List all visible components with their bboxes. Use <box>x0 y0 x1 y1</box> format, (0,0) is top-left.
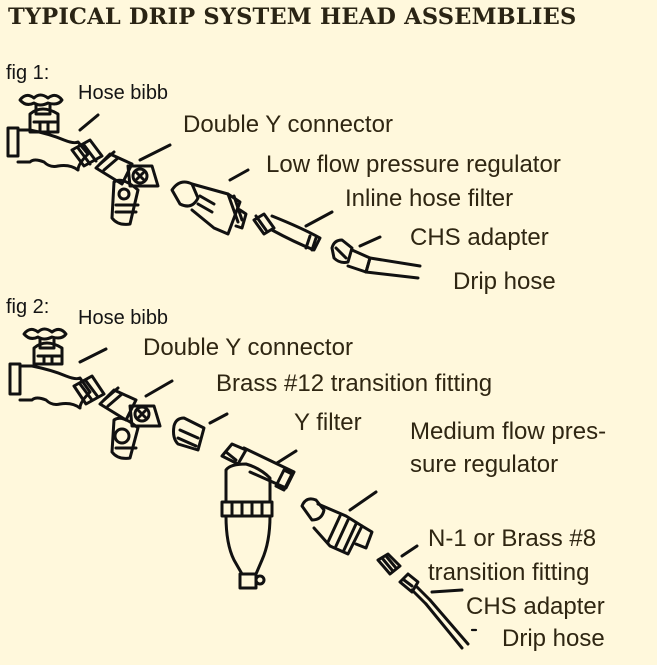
fig2-label-n1-or-brass-8-line2: transition fitting <box>428 559 590 586</box>
fig2-y-filter-icon <box>220 442 296 590</box>
fig1-leader-low-flow-regulator <box>228 168 250 182</box>
fig1-label-hose-bibb: Hose bibb <box>78 82 169 104</box>
fig2-leader-brass-12 <box>208 412 229 425</box>
fig2-medium-flow-pressure-regulator-icon <box>300 497 374 556</box>
fig2-double-y-connector-icon <box>98 386 162 460</box>
fig2-label-hose-bibb: Hose bibb <box>78 307 169 329</box>
fig2-label-n1-or-brass-8-line1: N-1 or Brass #8 <box>428 525 597 552</box>
fig2-n1-or-brass-8-fitting-icon <box>376 552 402 576</box>
fig2-leader-y-filter <box>275 449 298 465</box>
fig1-label-drip-hose: Drip hose <box>453 268 556 295</box>
fig1-label-double-y-connector: Double Y connector <box>183 111 393 138</box>
fig2-label-medium-flow-pressure-regulator-line1: Medium flow pres- <box>410 418 607 445</box>
fig2-leader-hose-bibb <box>78 347 108 364</box>
fig2-brass-12-transition-fitting-icon <box>172 416 206 452</box>
fig2-label: fig 2: <box>6 296 50 318</box>
fig2-label-drip-hose: Drip hose <box>502 625 605 652</box>
fig2-leader-double-y <box>144 379 174 398</box>
fig1-low-flow-pressure-regulator-icon <box>170 180 248 236</box>
fig2-label-medium-flow-pressure-regulator-line2: sure regulator <box>410 451 559 478</box>
fig1-leader-hose-bibb <box>78 113 100 132</box>
fig2-hose-bibb-icon <box>8 327 106 410</box>
fig1-leader-double-y <box>138 143 172 162</box>
diagram-title: TYPICAL DRIP SYSTEM HEAD ASSEMBLIES <box>8 4 577 30</box>
fig2-chs-adapter-icon <box>398 572 432 606</box>
fig1-drip-hose-icon <box>364 256 422 280</box>
fig2-leader-n1-brass-8 <box>400 544 419 558</box>
fig1-chs-adapter-icon <box>330 238 372 274</box>
fig1-label-chs-adapter: CHS adapter <box>410 224 549 251</box>
fig1-inline-hose-filter-icon <box>252 212 322 252</box>
fig1-hose-bibb-icon <box>6 93 104 172</box>
fig2-leader-medium-flow-regulator <box>348 490 378 512</box>
fig2-label-brass-12-transition-fitting: Brass #12 transition fitting <box>216 370 493 397</box>
fig1-label-low-flow-pressure-regulator: Low flow pressure regulator <box>266 151 561 178</box>
fig2-leader-chs-adapter <box>430 588 464 594</box>
fig1-double-y-connector-icon <box>94 150 160 226</box>
fig2-label-double-y-connector: Double Y connector <box>143 334 353 361</box>
fig1-label: fig 1: <box>6 62 50 84</box>
fig2-label-y-filter: Y filter <box>294 409 362 436</box>
fig1-leader-inline-filter <box>304 210 334 228</box>
fig1-label-inline-hose-filter: Inline hose filter <box>345 185 514 212</box>
fig1-leader-chs-adapter <box>358 235 382 248</box>
fig2-label-chs-adapter: CHS adapter <box>466 593 605 620</box>
fig2-drip-hose-icon <box>424 598 470 650</box>
